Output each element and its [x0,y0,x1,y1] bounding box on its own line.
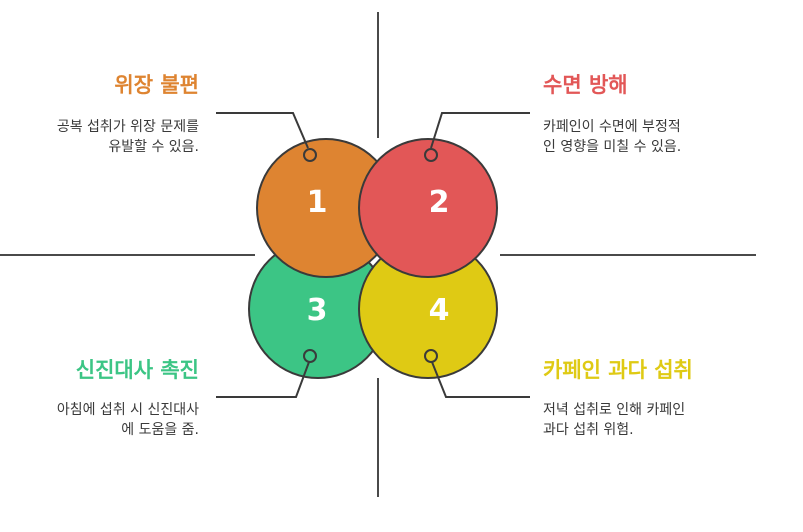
circle-3-number: 3 [307,293,328,328]
quadrant-3-title: 신진대사 촉진 [76,358,199,382]
circle-2 [358,138,498,278]
connector-4-dot [424,349,438,363]
quadrant-2-desc-line-2: 인 영향을 미칠 수 있음. [543,139,681,155]
quadrant-4-desc-line-1: 저녁 섭취로 인해 카페인 [543,402,685,418]
quadrant-3-desc-line-1: 아침에 섭취 시 신진대사 [57,402,199,418]
quadrant-4-title: 카페인 과다 섭취 [543,358,693,382]
connector-3-dot [303,349,317,363]
quadrant-2-title: 수면 방해 [543,73,628,97]
quadrant-1-desc-line-2: 유발할 수 있음. [108,139,199,155]
connector-1 [216,112,309,149]
quadrant-1-title: 위장 불편 [114,73,199,97]
circle-2-number: 2 [429,185,450,220]
quadrant-3-desc-line-2: 에 도움을 줌. [121,422,199,438]
circle-1-number: 1 [307,185,328,220]
connector-2-dot [424,148,438,162]
quadrant-4-desc-line-2: 과다 섭취 위험. [543,422,634,438]
connector-3 [216,361,310,398]
quadrant-2-desc-line-1: 카페인이 수면에 부정적 [543,119,681,135]
quadrant-1-desc-line-1: 공복 섭취가 위장 문제를 [57,119,199,135]
connector-4 [431,361,530,398]
connector-2 [430,112,530,149]
circle-4-number: 4 [429,293,450,328]
connector-1-dot [303,148,317,162]
